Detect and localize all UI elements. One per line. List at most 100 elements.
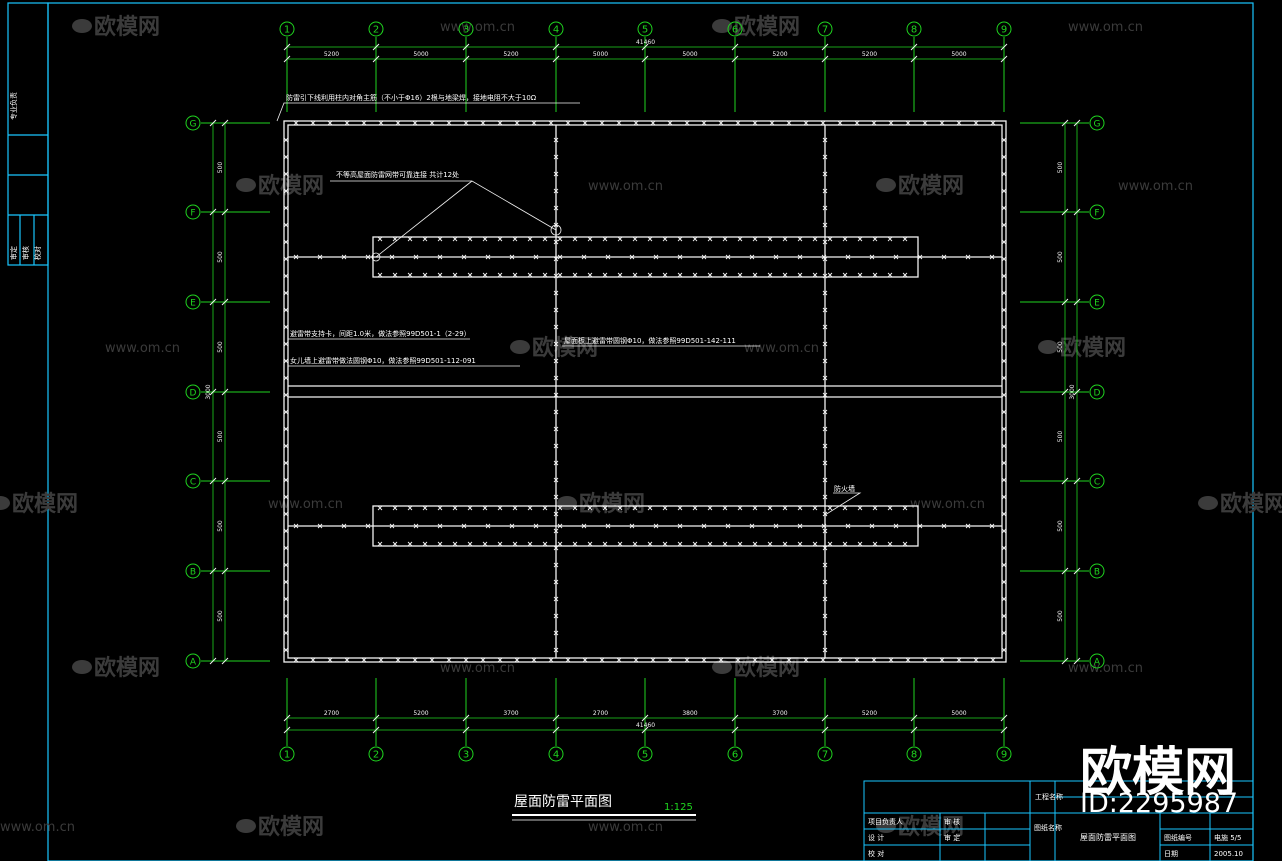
support-mark bbox=[389, 523, 395, 529]
support-mark bbox=[822, 171, 828, 177]
support-mark bbox=[842, 541, 848, 547]
support-mark bbox=[822, 596, 828, 602]
support-mark bbox=[407, 272, 413, 278]
support-mark bbox=[786, 657, 792, 663]
dim-tick bbox=[731, 726, 739, 734]
watermark-url: www.om.cn bbox=[0, 820, 75, 835]
watermark-layer: 欧模网欧模网欧模网欧模网欧模网欧模网欧模网欧模网欧模网欧模网欧模网欧模网欧模网w… bbox=[0, 14, 1282, 840]
support-mark bbox=[786, 120, 792, 126]
support-mark bbox=[531, 657, 537, 663]
support-mark bbox=[905, 657, 911, 663]
tb-row-label: 项目负责人 bbox=[868, 817, 903, 826]
dim-label: 500 bbox=[217, 341, 224, 353]
watermark-sofa-icon bbox=[72, 660, 92, 674]
support-mark bbox=[632, 272, 638, 278]
watermark-logo: 欧模网 bbox=[734, 655, 800, 681]
support-mark bbox=[822, 392, 828, 398]
support-mark bbox=[1001, 188, 1007, 194]
support-mark bbox=[437, 523, 443, 529]
support-mark bbox=[283, 613, 289, 619]
axis-bubble bbox=[279, 746, 295, 762]
support-mark bbox=[553, 409, 559, 415]
watermark-url: www.om.cn bbox=[910, 497, 985, 512]
dim-tick bbox=[372, 43, 380, 51]
support-mark bbox=[452, 236, 458, 242]
axis-bubble bbox=[637, 746, 653, 762]
support-mark bbox=[557, 523, 563, 529]
support-mark bbox=[283, 188, 289, 194]
support-mark bbox=[707, 272, 713, 278]
support-mark bbox=[737, 541, 743, 547]
support-mark bbox=[344, 120, 350, 126]
dim-tick bbox=[821, 726, 829, 734]
support-mark bbox=[633, 120, 639, 126]
dim-label: 5200 bbox=[772, 51, 787, 58]
support-mark bbox=[452, 541, 458, 547]
support-mark bbox=[527, 236, 533, 242]
axis-bubble bbox=[906, 21, 922, 37]
support-mark bbox=[512, 236, 518, 242]
support-mark bbox=[480, 120, 486, 126]
support-mark bbox=[662, 272, 668, 278]
support-mark bbox=[283, 137, 289, 143]
dim-label: 500 bbox=[1057, 610, 1064, 622]
support-mark bbox=[782, 541, 788, 547]
support-mark bbox=[973, 657, 979, 663]
axis-label-row: E bbox=[190, 299, 196, 309]
support-mark bbox=[707, 541, 713, 547]
support-mark bbox=[1001, 358, 1007, 364]
support-mark bbox=[557, 541, 563, 547]
support-mark bbox=[480, 657, 486, 663]
support-mark bbox=[752, 657, 758, 663]
dim-label: 5000 bbox=[413, 51, 428, 58]
support-mark bbox=[822, 273, 828, 279]
support-mark bbox=[587, 236, 593, 242]
dim-tick bbox=[731, 714, 739, 722]
dim-tick bbox=[1000, 714, 1008, 722]
support-mark bbox=[605, 523, 611, 529]
axis-bubble bbox=[1089, 115, 1105, 131]
support-mark bbox=[553, 494, 559, 500]
tb-row-label: 设 计 bbox=[868, 833, 884, 842]
support-mark bbox=[737, 272, 743, 278]
drawing-scale: 1:125 bbox=[664, 802, 693, 813]
support-mark bbox=[893, 523, 899, 529]
support-mark bbox=[602, 505, 608, 511]
support-mark bbox=[822, 630, 828, 636]
dim-tick bbox=[1000, 43, 1008, 51]
support-mark bbox=[684, 120, 690, 126]
support-mark bbox=[857, 236, 863, 242]
dim-tick bbox=[209, 388, 217, 396]
axis-bubble bbox=[548, 746, 564, 762]
support-mark bbox=[662, 236, 668, 242]
watermark-sofa-icon bbox=[0, 496, 10, 510]
axis-label-row: B bbox=[190, 568, 196, 578]
support-mark bbox=[542, 236, 548, 242]
axis-bubble bbox=[1089, 204, 1105, 220]
support-mark bbox=[377, 236, 383, 242]
dim-label: 500 bbox=[217, 610, 224, 622]
support-mark bbox=[463, 120, 469, 126]
axis-bubble bbox=[1089, 473, 1105, 489]
watermark-logo: 欧模网 bbox=[734, 14, 800, 40]
support-mark bbox=[812, 272, 818, 278]
support-mark bbox=[422, 541, 428, 547]
support-mark bbox=[1001, 205, 1007, 211]
support-mark bbox=[581, 254, 587, 260]
support-mark bbox=[317, 523, 323, 529]
dim-tick bbox=[731, 55, 739, 63]
support-mark bbox=[707, 505, 713, 511]
axis-bubble bbox=[458, 21, 474, 37]
dim-tick bbox=[1073, 119, 1081, 127]
axis-label-col: 3 bbox=[463, 750, 469, 761]
dim-label: 5200 bbox=[324, 51, 339, 58]
axis-bubble bbox=[185, 563, 201, 579]
support-mark bbox=[767, 236, 773, 242]
support-mark bbox=[341, 254, 347, 260]
support-mark bbox=[531, 120, 537, 126]
support-mark bbox=[461, 523, 467, 529]
support-mark bbox=[497, 541, 503, 547]
support-mark bbox=[1001, 222, 1007, 228]
support-mark bbox=[1001, 545, 1007, 551]
